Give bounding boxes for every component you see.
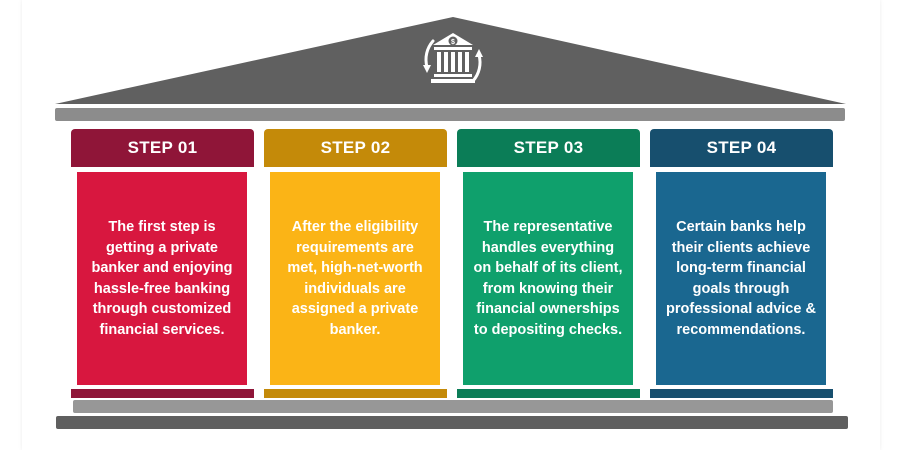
step-1-pillar: The first step is getting a private bank…: [77, 172, 247, 385]
roof-triangle: [55, 17, 846, 104]
roof: [55, 17, 846, 104]
step-1-header: STEP 01: [71, 129, 254, 167]
step-3-foot: [457, 389, 640, 398]
step-3-text: The representative handles everything on…: [473, 219, 623, 338]
step-2-text: After the eligibility requirements are m…: [287, 219, 423, 338]
svg-text:$: $: [451, 39, 455, 46]
base-step-upper: [73, 400, 833, 413]
step-4-pillar: Certain banks help their clients achieve…: [656, 172, 826, 385]
step-2-foot: [264, 389, 447, 398]
step-3-pillar: The representative handles everything on…: [463, 172, 633, 385]
roof-beam: [55, 108, 845, 121]
base-step-lower: [56, 416, 848, 429]
step-2-pillar: After the eligibility requirements are m…: [270, 172, 440, 385]
step-4-header: STEP 04: [650, 129, 833, 167]
step-1-text: The first step is getting a private bank…: [91, 219, 233, 338]
step-3-header: STEP 03: [457, 129, 640, 167]
bank-dollar-cycle-icon: $: [423, 33, 483, 83]
step-1-foot: [71, 389, 254, 398]
step-4-foot: [650, 389, 833, 398]
step-2-header: STEP 02: [264, 129, 447, 167]
step-4-text: Certain banks help their clients achieve…: [666, 219, 816, 338]
